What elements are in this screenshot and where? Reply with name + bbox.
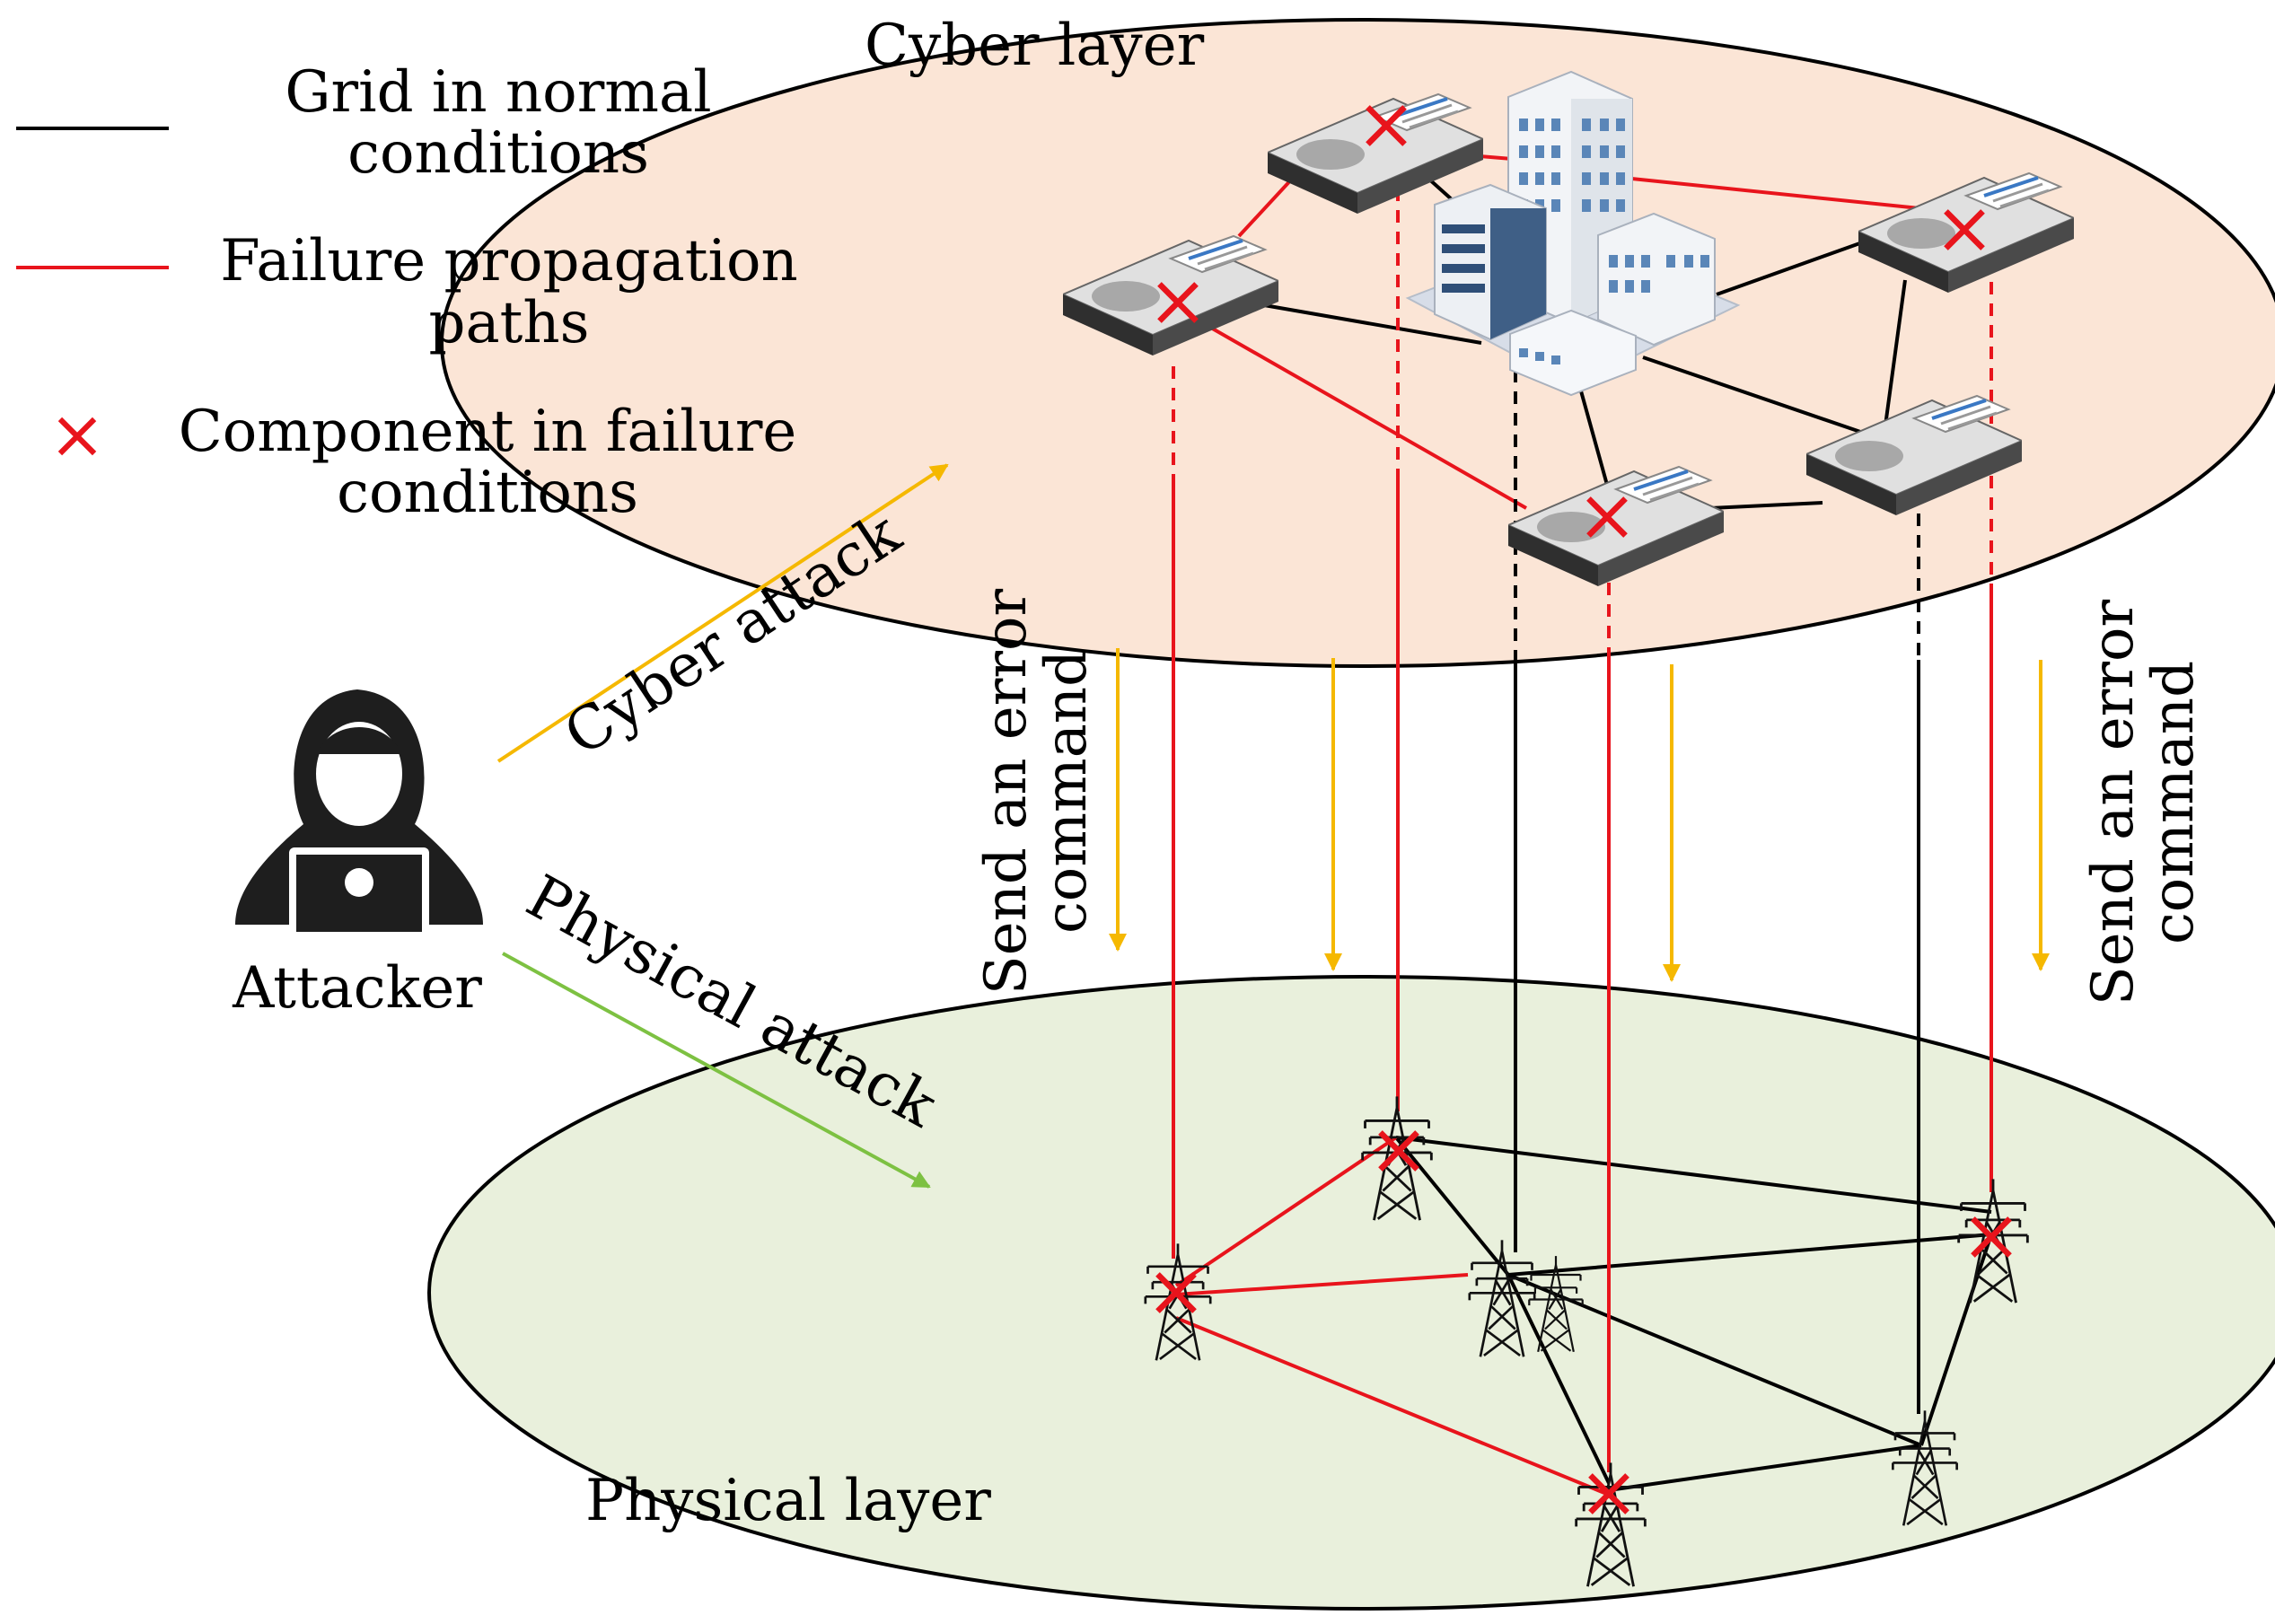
legend: Grid in normal conditions Failure propag…: [16, 59, 798, 526]
legend-failure-label-1: Failure propagation: [220, 228, 797, 294]
left-command-label-1: Send an error: [973, 589, 1040, 996]
legend-normal-label-1: Grid in normal: [285, 59, 711, 126]
legend-failure-label-2: paths: [429, 290, 590, 356]
inter-layer-failure-links: [1172, 189, 1993, 1472]
legend-failure-component-label-2: conditions: [337, 460, 638, 526]
legend-normal-label-2: conditions: [347, 120, 649, 187]
right-command-label-2: command: [2140, 661, 2207, 944]
physical-attack-arrow: [502, 952, 931, 1189]
left-command-label-2: command: [1033, 650, 1100, 934]
physical-failure-links: [1174, 1136, 1610, 1497]
red-x-icon: [60, 419, 94, 453]
cyber-normal-links: [1243, 160, 1907, 510]
cyber-attack-arrow: [496, 463, 949, 763]
cyber-layer-label: Cyber layer: [865, 13, 1205, 79]
building-cluster-icon: [1405, 70, 1741, 397]
attacker-label: Attacker: [232, 955, 482, 1022]
error-command-arrows: [1109, 648, 2050, 982]
right-command-label-1: Send an error: [2080, 600, 2147, 1006]
physical-layer-plane: [427, 975, 2275, 1611]
hacker-icon: [235, 689, 483, 939]
physical-normal-links: [1394, 1136, 1993, 1492]
legend-failure-component-label-1: Component in failure: [179, 399, 797, 465]
physical-layer-label: Physical layer: [585, 1468, 991, 1534]
inter-layer-normal-links: [1514, 348, 1920, 1414]
